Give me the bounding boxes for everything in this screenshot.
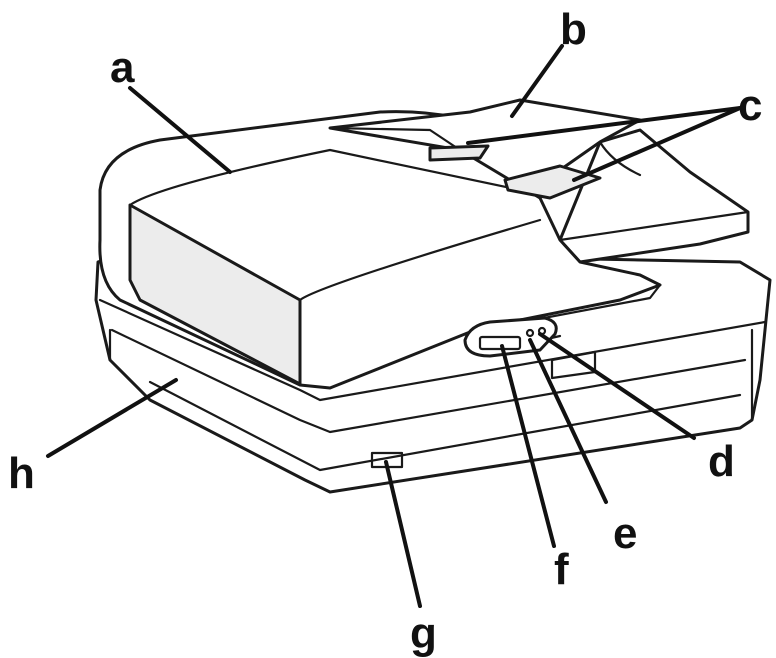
leader-e xyxy=(528,338,608,504)
leader-b xyxy=(510,44,564,118)
leader-c2 xyxy=(572,106,742,182)
start-button xyxy=(478,335,522,351)
leader-a xyxy=(128,86,232,174)
leader-d xyxy=(538,332,696,440)
callout-label-f: f xyxy=(554,545,569,594)
leader-lines xyxy=(46,44,742,608)
paper-guide-left xyxy=(428,144,490,162)
paper-guide-right xyxy=(503,164,602,200)
callout-label-e: e xyxy=(613,509,638,558)
callout-label-c: c xyxy=(738,81,763,130)
leader-f xyxy=(500,344,556,548)
callout-label-a: a xyxy=(110,43,135,92)
ready-light xyxy=(525,328,535,338)
callout-label-g: g xyxy=(410,609,437,658)
callout-label-b: b xyxy=(560,5,587,54)
input-tray xyxy=(328,98,642,200)
leader-g xyxy=(384,460,422,608)
leader-h xyxy=(46,378,178,458)
callout-label-d: d xyxy=(708,437,735,486)
callout-label-h: h xyxy=(8,449,35,498)
leader-c1 xyxy=(466,106,742,145)
